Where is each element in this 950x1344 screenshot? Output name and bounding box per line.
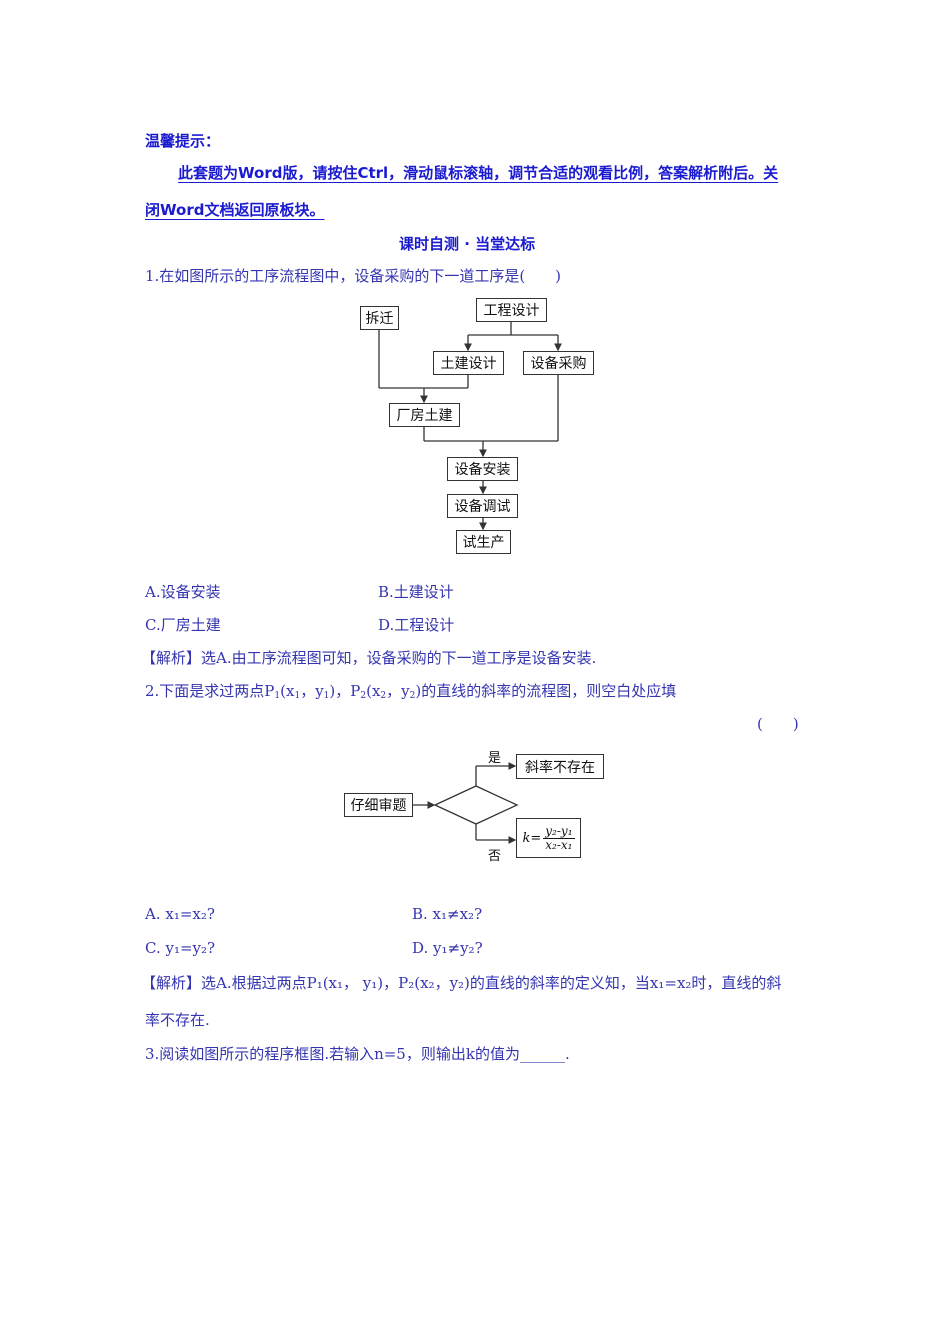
q2-option-a: A. x₁=x₂? [145,905,215,923]
no-label: 否 [488,849,502,864]
q2-stem-text: (x [366,682,381,700]
fraction-numerator: y₂-y₁ [543,823,575,839]
q1-stem: 1.在如图所示的工序流程图中，设备采购的下一道工序是( ) [145,267,562,285]
slope-fraction: y₂-y₁ x₂-x₁ [543,823,575,852]
hint-link-line2[interactable]: 闭Word文档返回原板块。 [145,201,325,219]
sub: 2 [360,691,367,701]
q1-option-d: D.工程设计 [378,616,455,634]
q2-option-d: D. y₁≠y₂? [412,939,483,957]
q2-stem-text: )，P [329,682,361,700]
sub: 2 [409,691,416,701]
q1-analysis: 【解析】选A.由工序流程图可知，设备采购的下一道工序是设备安装. [141,649,597,667]
q2-option-c: C. y₁=y₂? [145,939,216,957]
hint-title: 温馨提示： [145,132,221,150]
k-label: k= [522,830,542,846]
q2-stem: 2.下面是求过两点P1(x1，y1)，P2(x2，y2)的直线的斜率的流程图，则… [145,680,676,701]
hint-link-line1[interactable]: 此套题为Word版，请按住Ctrl，滑动鼠标滚轴，调节合适的观看比例，答案解析附… [178,164,779,182]
yes-label: 是 [488,751,502,766]
node-shebei-caigou: 设备采购 [523,351,594,375]
q2-answer-bracket: ( ) [757,715,799,733]
node-shebei-tiaoshi: 设备调试 [447,494,518,518]
node-changfang-tujian: 厂房土建 [389,403,460,427]
q2-analysis-line1: 【解析】选A.根据过两点P₁(x₁， y₁)，P₂(x₂，y₂)的直线的斜率的定… [141,974,782,992]
sub: 2 [380,691,387,701]
q1-option-c: C.厂房土建 [145,616,221,634]
q1-option-b: B.土建设计 [378,583,454,601]
sub: 1 [323,691,330,701]
q2-stem-text: 2.下面是求过两点P [145,682,275,700]
q2-stem-text: ，y [300,682,324,700]
q2-analysis-line2: 率不存在. [145,1011,210,1029]
q3-stem: 3.阅读如图所示的程序框图.若输入n=5，则输出k的值为______. [145,1045,570,1063]
node-shishengchan: 试生产 [456,530,511,554]
fraction-denominator: x₂-x₁ [545,837,573,852]
node-zixi-shenti: 仔细审题 [344,793,413,817]
node-slope-formula: k= y₂-y₁ x₂-x₁ [516,818,581,858]
q2-stem-text: (x [280,682,295,700]
q2-stem-text: ，y [386,682,410,700]
q1-option-a: A.设备安装 [145,583,221,601]
node-tujian-sheji: 土建设计 [433,351,504,375]
sub: 1 [294,691,301,701]
q2-stem-text: )的直线的斜率的流程图，则空白处应填 [415,682,677,700]
q2-option-b: B. x₁≠x₂? [412,905,483,923]
sub: 1 [274,691,281,701]
node-gongcheng-sheji: 工程设计 [476,298,547,322]
section-title: 课时自测 · 当堂达标 [399,235,536,253]
node-chaiqian: 拆迁 [360,306,399,330]
node-shebei-anzhuang: 设备安装 [447,457,518,481]
node-slope-not-exist: 斜率不存在 [516,754,604,779]
